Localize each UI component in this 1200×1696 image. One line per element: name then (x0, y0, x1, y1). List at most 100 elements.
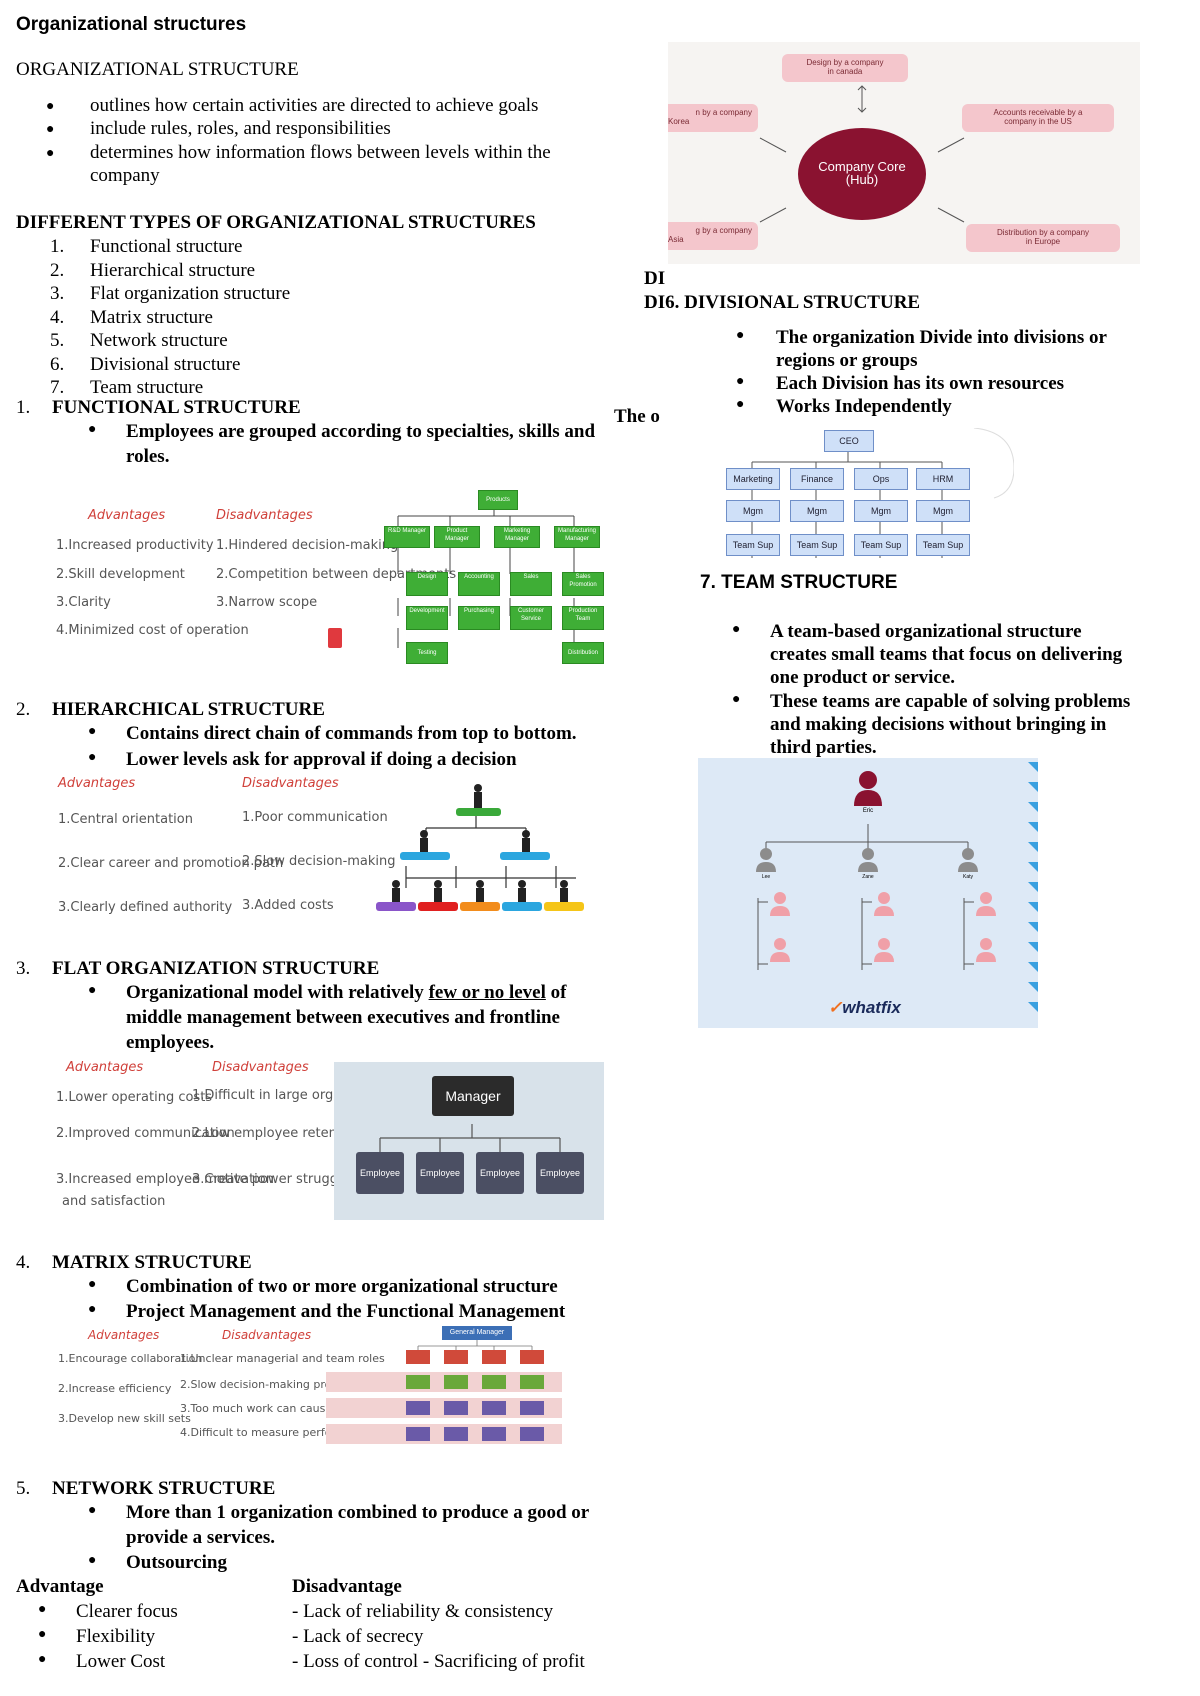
chart-node: Production Team (562, 606, 604, 630)
adv-item: 2.Increase efficiency (58, 1382, 172, 1395)
adv-title: Advantages (66, 1060, 144, 1075)
matrix-num: 4. (16, 1252, 31, 1273)
divisional-org-chart: CEO Marketing Finance Ops HRM Mgm Mgm Mg… (724, 428, 1014, 558)
types-num: 3. (50, 283, 65, 304)
dept-node: HRM (916, 468, 970, 490)
network-adv-item: Lower Cost (76, 1651, 166, 1672)
dis-title: Disadvantages (216, 508, 313, 523)
dept-node: Ops (854, 468, 908, 490)
team-org-chart: Eric Lee Zane Katy ✓whatfix (698, 758, 1038, 1028)
whatfix-logo: ✓whatfix (828, 998, 901, 1017)
hub-node-line: in canada (827, 67, 863, 76)
team-bullet-1-cont: creates small teams that focus on delive… (770, 644, 1123, 665)
chart-node: Products (478, 490, 518, 510)
sup-node: Team Sup (916, 534, 970, 556)
chart-node: Purchasing (458, 606, 500, 630)
mgr-node: Mgm (916, 500, 970, 522)
app-logo (328, 628, 342, 648)
adv-item: 3.Clarity (56, 595, 111, 610)
hub-center-line: Company Core (818, 159, 906, 174)
flat-adv-dis: Advantages Disadvantages 1.Lower operati… (54, 1060, 400, 1220)
matrix-heading: MATRIX STRUCTURE (52, 1252, 252, 1273)
types-num: 6. (50, 353, 65, 375)
chart-node: Development (406, 606, 448, 630)
sup-node: Team Sup (854, 534, 908, 556)
dept-node: Marketing (726, 468, 780, 490)
adv-item: and satisfaction (62, 1194, 166, 1209)
team-lead-name: Zane (862, 874, 874, 880)
matrix-top-node: General Manager (442, 1326, 512, 1340)
flat-bullet-underlined: few or no level (428, 982, 546, 1003)
sup-node: Team Sup (726, 534, 780, 556)
adv-item: 1.Encourage collaboration (58, 1352, 203, 1365)
hub-node-line: Distribution by a company (996, 228, 1090, 237)
team-bullet-1-cont: one product or service. (770, 667, 956, 688)
hub-node-line: in Europe (1025, 237, 1061, 246)
hierarchical-num: 2. (16, 699, 31, 720)
network-dis-title: Disadvantage (292, 1576, 402, 1597)
functional-org-chart: Products R&D Manager Product Manager Mar… (384, 486, 614, 666)
org-bullet-3: determines how information flows between… (90, 142, 551, 163)
divisional-stub: DI (644, 268, 666, 289)
chart-node: Accounting (458, 572, 500, 596)
org-heading: ORGANIZATIONAL STRUCTURE (16, 59, 299, 80)
functional-bullet-cont: roles. (126, 446, 170, 467)
adv-item: 1.Lower operating costs (56, 1090, 213, 1105)
chart-node: Sales (510, 572, 552, 596)
functional-num: 1. (16, 397, 31, 418)
flat-heading: FLAT ORGANIZATION STRUCTURE (52, 958, 380, 979)
hierarchy-pyramid-illustration (376, 784, 584, 911)
matrix-bullet-2: Project Management and the Functional Ma… (126, 1301, 566, 1322)
team-bullet-2-cont: and making decisions without bringing in (770, 714, 1107, 735)
dis-title: Disadvantages (242, 776, 339, 791)
dis-item: 4.Difficult to measure performance (180, 1426, 373, 1439)
types-num: 2. (50, 259, 65, 281)
chart-node: Product Manager (434, 526, 480, 548)
dis-title: Disadvantages (212, 1060, 309, 1075)
flat-bullet: Organizational model with relatively few… (126, 980, 566, 1005)
hierarchical-bullet-2: Lower levels ask for approval if doing a… (126, 749, 517, 770)
dis-item: 1.Unclear managerial and team roles (180, 1352, 385, 1365)
network-heading: NETWORK STRUCTURE (52, 1478, 276, 1499)
team-top-name: Eric (862, 808, 874, 814)
divisional-bullet-1-cont: regions or groups (776, 350, 918, 371)
adv-item: 1.Central orientation (58, 812, 193, 827)
mgr-node: Mgm (854, 500, 908, 522)
network-adv-item: Clearer focus (76, 1601, 178, 1622)
dis-item: 1.Hindered decision-making (216, 538, 399, 553)
dis-item: 3.Create power struggle (192, 1172, 350, 1187)
divisional-bullet-2: Each Division has its own resources (776, 373, 1065, 394)
types-item: Flat organization structure (90, 283, 291, 304)
flat-org-chart: Manager Employee Employee Employee Emplo… (334, 1062, 604, 1220)
types-num: 4. (50, 306, 65, 328)
network-adv-title: Advantage (16, 1576, 104, 1597)
dis-title: Disadvantages (222, 1328, 312, 1342)
sup-node: Team Sup (790, 534, 844, 556)
employee-node: Employee (476, 1152, 524, 1194)
chart-node: Testing (406, 642, 448, 664)
dis-item: 2.Slow decision-making (242, 854, 396, 869)
matrix-org-chart: General Manager (326, 1326, 562, 1452)
types-item: Functional structure (90, 236, 243, 257)
functional-heading: FUNCTIONAL STRUCTURE (52, 397, 301, 418)
hub-node-line: Korea (668, 117, 690, 126)
adv-item: 1.Increased productivity (56, 538, 214, 553)
network-bullet-1: More than 1 organization combined to pro… (126, 1502, 590, 1523)
adv-item: 3.Increased employee motivation (56, 1172, 274, 1187)
stray-text: The o (614, 406, 660, 427)
ceo-node: CEO (824, 430, 874, 452)
org-bullet-1: outlines how certain activities are dire… (90, 95, 539, 116)
whatfix-logo-text: whatfix (842, 998, 901, 1017)
network-bullet-1-cont: provide a services. (126, 1527, 275, 1548)
adv-item: 4.Minimized cost of operation (56, 623, 249, 638)
network-dis-item: - Lack of reliability & consistency (292, 1601, 554, 1622)
hub-node-line: Asia (668, 235, 684, 244)
mgr-node: Mgm (726, 500, 780, 522)
network-dis-item: - Loss of control - Sacrificing of profi… (292, 1651, 585, 1672)
types-list: 1.Functional structure 2.Hierarchical st… (50, 234, 290, 399)
types-num: 5. (50, 330, 65, 351)
dis-item: 2.Competition between departments (216, 567, 457, 582)
dis-item: 1.Poor communication (242, 810, 388, 825)
